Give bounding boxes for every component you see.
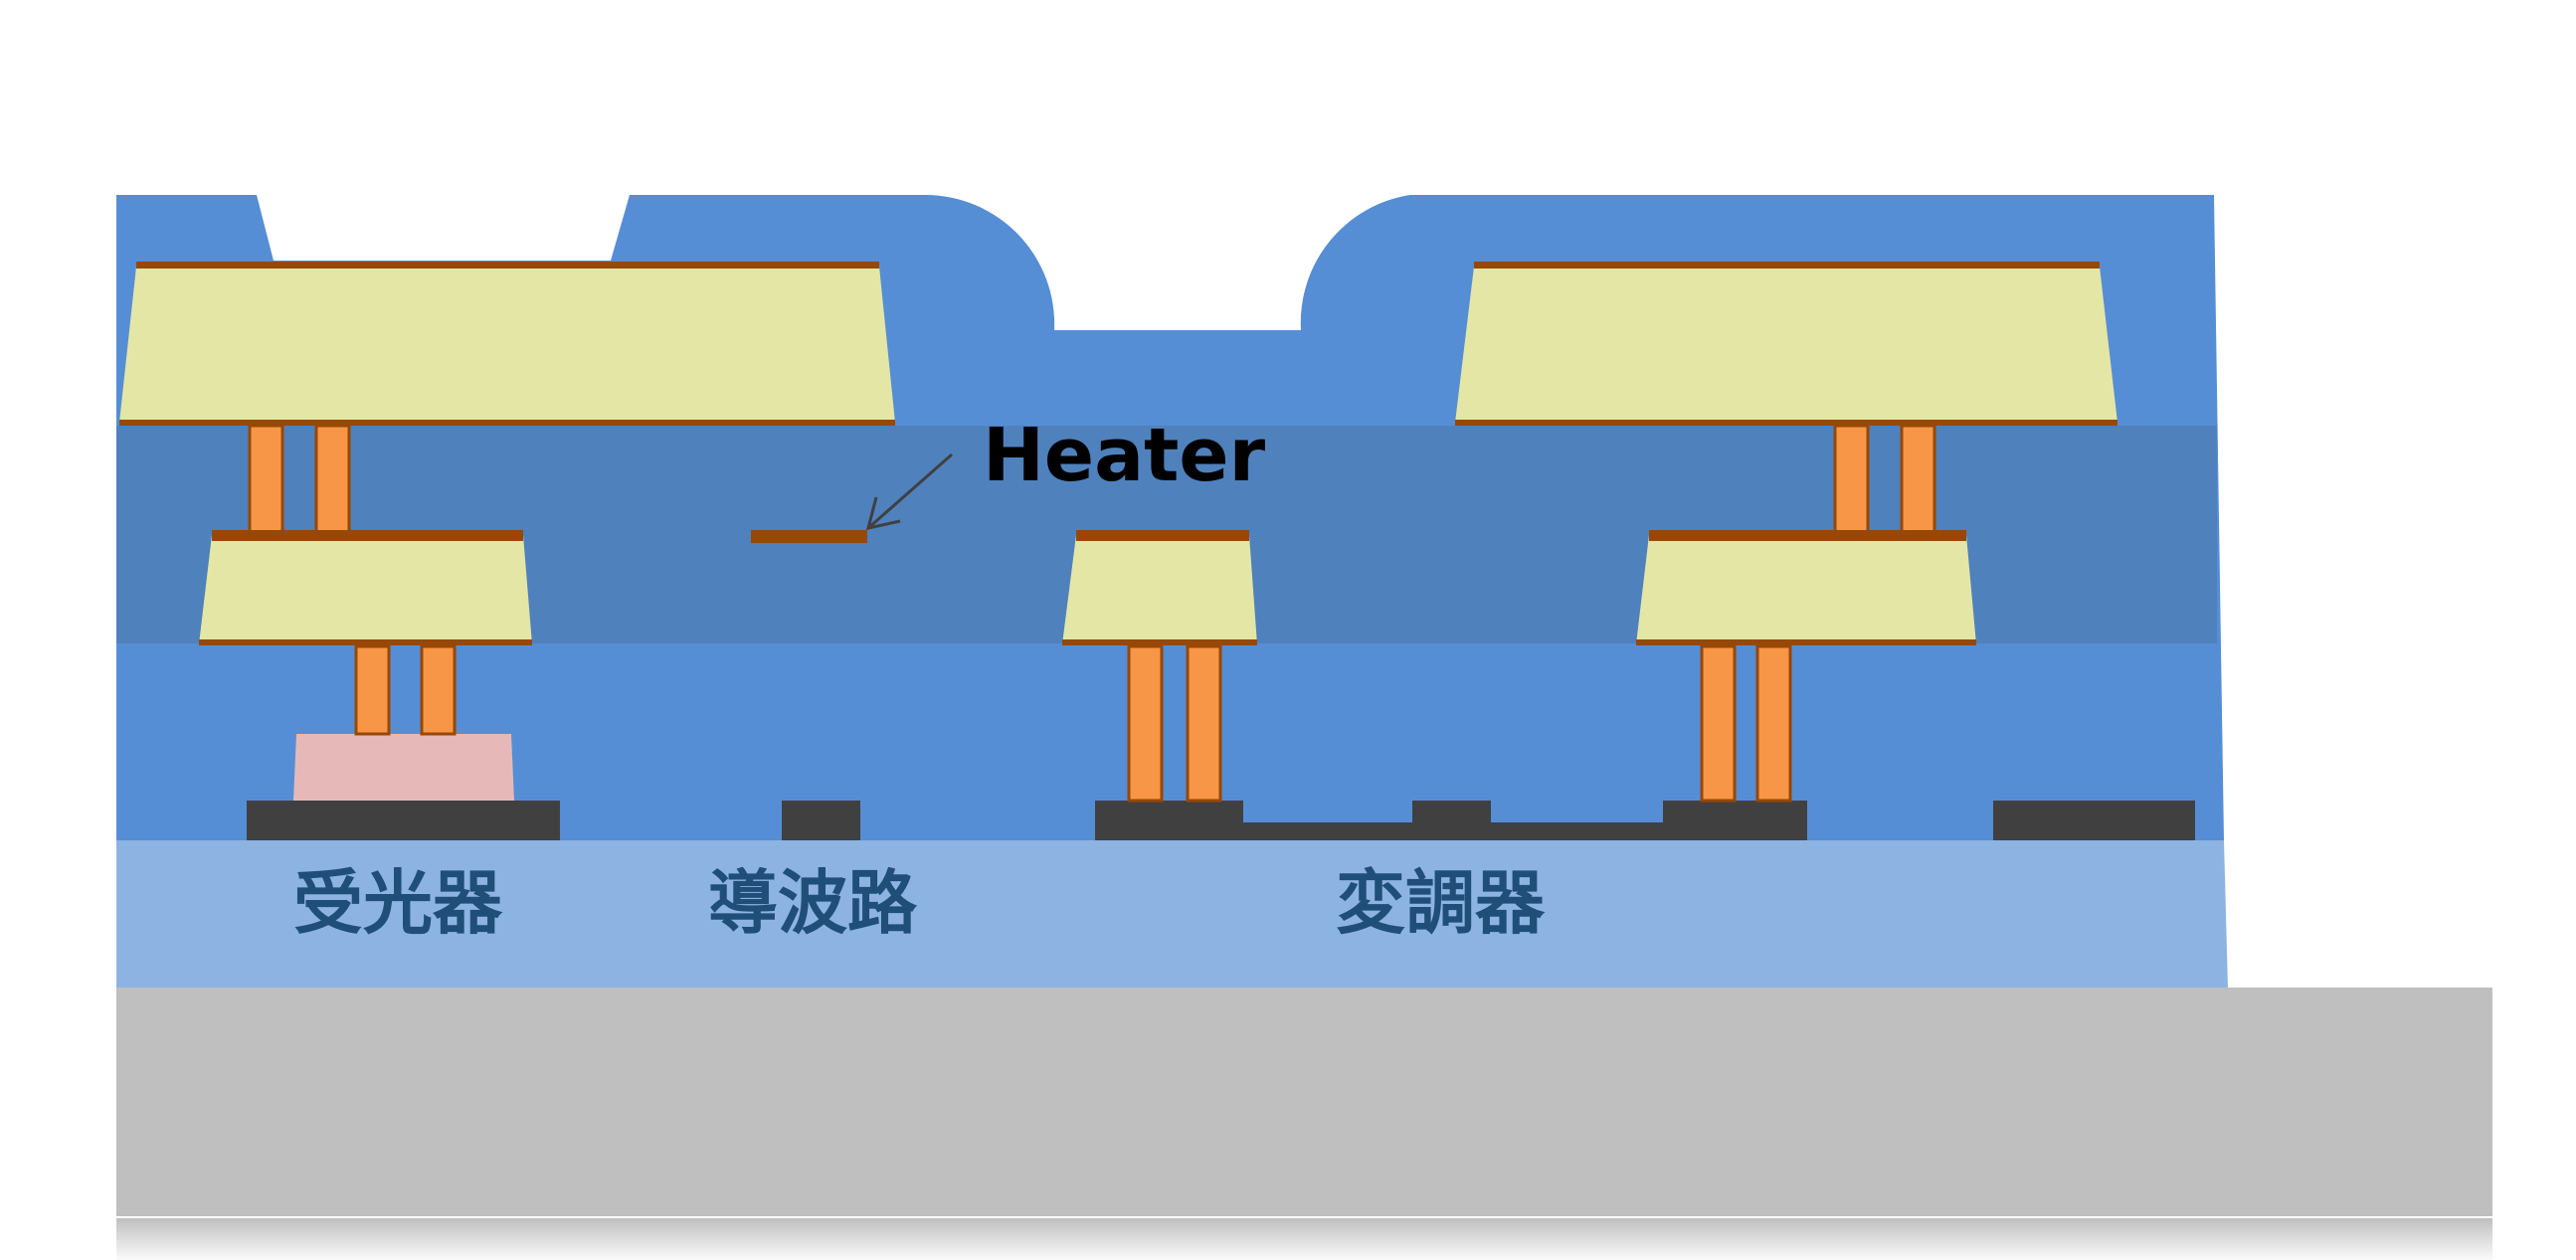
photodetector-absorber xyxy=(293,734,514,801)
via-detector-lower-1 xyxy=(354,644,391,736)
substrate-fade xyxy=(116,1218,2492,1260)
modulator-slab-right xyxy=(1491,822,1663,840)
substrate xyxy=(116,988,2492,1260)
via-modulator-right-lower-1 xyxy=(1700,644,1737,803)
metal1-pad-detector xyxy=(199,535,532,644)
box-oxide-layer xyxy=(116,840,2228,988)
modulator-silicon-left xyxy=(1095,801,1243,840)
heater-label: Heater xyxy=(983,413,1266,498)
metal2-pads xyxy=(119,262,2117,426)
metal2-pad-right xyxy=(1455,267,2117,423)
waveguide-label: 導波路 xyxy=(708,862,918,944)
silicon-layer xyxy=(247,801,2195,840)
metal2-pad-left xyxy=(119,267,895,423)
silicon-pad-right xyxy=(1993,801,2195,840)
via-modulator-right-upper-1 xyxy=(1833,424,1870,537)
via-modulator-left-2 xyxy=(1186,644,1222,803)
substrate-body xyxy=(116,988,2492,1216)
modulator-label: 変調器 xyxy=(1336,862,1546,944)
via-detector-lower-2 xyxy=(420,644,457,736)
metal1-pad-modulator-left xyxy=(1062,535,1257,644)
detector-silicon xyxy=(247,801,560,840)
metal1-pad-modulator-right xyxy=(1636,535,1976,644)
heater-callout-arrow xyxy=(865,452,953,530)
via-modulator-right-upper-2 xyxy=(1900,424,1936,537)
via-modulator-right-lower-2 xyxy=(1755,644,1792,803)
modulator-silicon-right xyxy=(1663,801,1807,840)
via-detector-upper-1 xyxy=(248,424,284,537)
waveguide-core xyxy=(782,801,860,840)
modulator-slab-left xyxy=(1243,822,1412,840)
via-detector-upper-2 xyxy=(314,424,351,537)
modulator-rib xyxy=(1412,801,1491,840)
heater-element xyxy=(751,530,867,543)
metal1-pads xyxy=(199,530,1976,645)
vias xyxy=(248,424,1936,803)
via-modulator-left-1 xyxy=(1127,644,1164,803)
photodetector-label: 受光器 xyxy=(293,862,503,944)
